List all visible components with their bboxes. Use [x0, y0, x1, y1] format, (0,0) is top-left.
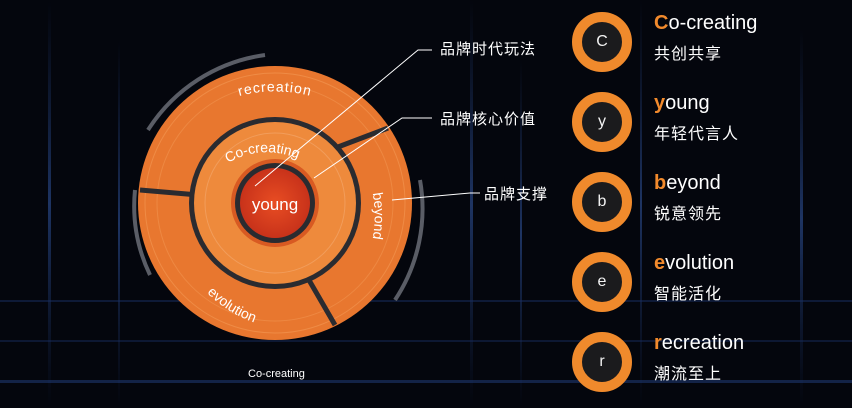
item-letter: r — [599, 353, 605, 370]
item-title-rest: o-creating — [668, 12, 758, 34]
item-letter: y — [598, 113, 606, 130]
list-item-co-creating: C Co-creating 共创共享 — [572, 10, 842, 74]
item-subtitle: 锐意领先 — [654, 204, 723, 223]
circle-y-icon: y — [572, 92, 632, 152]
item-title: young — [654, 92, 710, 115]
item-subtitle: 共创共享 — [654, 44, 723, 63]
list-item-evolution: e evolution 智能活化 — [572, 250, 842, 314]
item-title-initial: b — [654, 172, 667, 194]
wheel-top-label-path: recreation — [236, 78, 313, 99]
wheel-right-label: beyond — [370, 191, 388, 241]
callout-era-play: 品牌时代玩法 — [440, 40, 537, 58]
outer-decor-arcs — [132, 53, 425, 302]
circle-e-icon: e — [572, 252, 632, 312]
item-title-rest: ecreation — [661, 332, 745, 354]
list-item-beyond: b beyond 锐意领先 — [572, 170, 842, 234]
item-title-rest: eyond — [666, 172, 721, 194]
item-title-rest: oung — [665, 92, 710, 114]
item-title-rest: volution — [665, 252, 735, 274]
item-title: recreation — [654, 332, 744, 355]
item-letter: C — [596, 33, 608, 50]
wheel-center-label: young — [252, 195, 298, 214]
item-title: evolution — [654, 252, 734, 275]
item-title-initial: C — [654, 12, 669, 34]
item-title-initial: r — [654, 332, 662, 354]
item-subtitle: 潮流至上 — [654, 364, 723, 383]
center-circle — [240, 168, 310, 238]
list-item-young: y young 年轻代言人 — [572, 90, 842, 154]
item-letter: b — [597, 193, 607, 210]
item-subtitle: 智能活化 — [654, 284, 723, 303]
item-title-initial: y — [654, 92, 666, 114]
circle-r-icon: r — [572, 332, 632, 392]
footer-label: Co-creating — [248, 368, 305, 380]
item-subtitle: 年轻代言人 — [654, 124, 740, 143]
item-letter: e — [597, 273, 607, 290]
wheel-top-label: recreation — [236, 78, 314, 99]
item-title: beyond — [654, 172, 721, 195]
wheel-right-label-path: beyond — [370, 191, 388, 241]
list-item-recreation: r recreation 潮流至上 — [572, 330, 842, 394]
callout-lines — [254, 49, 480, 201]
callout-core-value: 品牌核心价值 — [440, 110, 537, 128]
item-title: Co-creating — [654, 12, 757, 35]
item-title-initial: e — [654, 252, 666, 274]
circle-b-icon: b — [572, 172, 632, 232]
callout-support: 品牌支撑 — [484, 185, 549, 203]
circle-c-icon: C — [572, 12, 632, 72]
